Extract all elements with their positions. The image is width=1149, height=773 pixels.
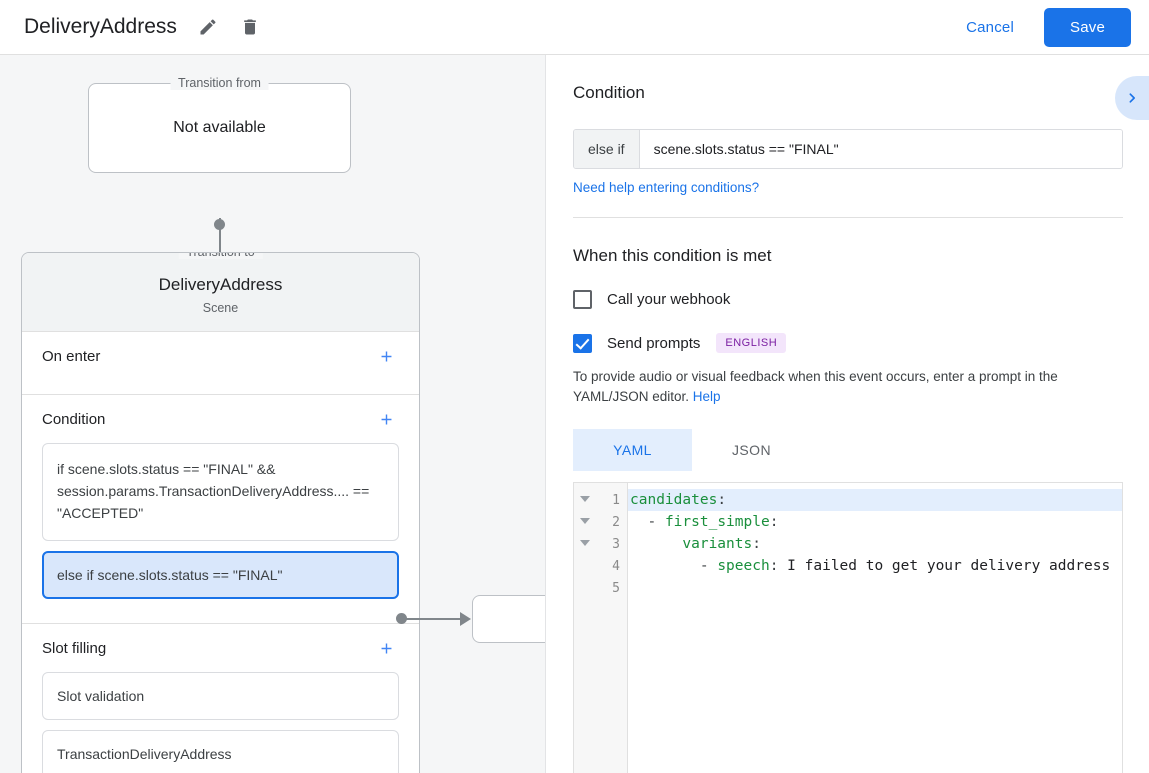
editor-format-tabs: YAML JSON [573, 429, 1123, 471]
gutter-line: 2 [574, 511, 627, 533]
scene-subtitle: Scene [202, 301, 239, 315]
call-webhook-checkbox[interactable] [573, 290, 592, 309]
add-on-enter-button[interactable] [373, 343, 399, 369]
transition-to-node[interactable]: Transition to DeliveryAddress Scene On e… [21, 252, 420, 773]
when-condition-met-heading: When this condition is met [573, 246, 772, 265]
condition-help-link[interactable]: Need help entering conditions? [573, 180, 760, 195]
connector-line-vertical [219, 218, 221, 266]
section-condition: Condition if scene.slots.status == "FINA… [22, 395, 419, 624]
condition-expression-input[interactable] [639, 130, 1122, 168]
condition-item-else-if[interactable]: else if scene.slots.status == "FINAL" [42, 551, 399, 599]
save-button[interactable]: Save [1044, 7, 1131, 47]
gutter-line: 4 [612, 558, 620, 574]
section-title-on-enter: On enter [42, 347, 101, 365]
pencil-icon[interactable] [191, 10, 225, 44]
panel-divider [573, 217, 1123, 218]
page-title: DeliveryAddress [24, 15, 177, 38]
section-on-enter: On enter [22, 332, 419, 395]
editor-code-area[interactable]: candidates: - first_simple: variants: - … [628, 483, 1122, 773]
gutter-line: 5 [612, 580, 620, 596]
chevron-right-icon[interactable] [1115, 76, 1149, 120]
when-condition-met-section: When this condition is met Call your web… [547, 218, 1149, 773]
prompts-help-link[interactable]: Help [692, 389, 721, 404]
condition-output-line [405, 618, 468, 620]
call-webhook-label: Call your webhook [607, 291, 731, 308]
cancel-button[interactable]: Cancel [950, 10, 1030, 45]
section-header-slot-filling: Slot filling [42, 624, 399, 672]
condition-output-dot [396, 613, 407, 624]
language-badge: ENGLISH [716, 333, 787, 353]
details-panel: Condition else if Need help entering con… [547, 55, 1149, 773]
section-header-on-enter: On enter [42, 332, 399, 380]
transition-from-legend: Transition from [170, 76, 269, 90]
prompts-help-text: To provide audio or visual feedback when… [573, 367, 1123, 407]
slot-validation-item[interactable]: Slot validation [42, 672, 399, 720]
trash-icon[interactable] [233, 10, 267, 44]
send-prompts-label: Send prompts [607, 334, 701, 352]
section-title-slot-filling: Slot filling [42, 639, 107, 657]
send-prompts-checkbox[interactable] [573, 333, 592, 353]
topbar-actions: Cancel Save [950, 7, 1149, 47]
scene-name: DeliveryAddress [158, 275, 283, 294]
tab-json[interactable]: JSON [732, 442, 771, 458]
condition-section: Condition else if Need help entering con… [547, 55, 1149, 218]
send-prompts-row[interactable]: Send prompts ENGLISH [573, 333, 1123, 353]
editor-gutter: 1 2 3 4 5 [574, 483, 628, 773]
add-condition-button[interactable] [373, 406, 399, 432]
condition-output-arrowhead [460, 612, 471, 626]
scene-header: DeliveryAddress Scene [22, 253, 419, 332]
section-title-condition: Condition [42, 410, 106, 428]
flow-canvas[interactable]: Transition from Not available Transition… [0, 55, 546, 773]
transaction-delivery-address-item[interactable]: TransactionDeliveryAddress [42, 730, 399, 773]
code-line [628, 577, 1122, 599]
code-editor[interactable]: 1 2 3 4 5 candidates: - first_simple: va… [573, 482, 1123, 773]
next-node-partial[interactable] [472, 595, 545, 643]
webhook-row[interactable]: Call your webhook [573, 290, 1123, 309]
transition-from-value: Not available [173, 119, 266, 136]
condition-input-row[interactable]: else if [573, 129, 1123, 169]
condition-item-if[interactable]: if scene.slots.status == "FINAL" && sess… [42, 443, 399, 541]
condition-heading: Condition [573, 83, 645, 102]
transition-to-legend: Transition to [178, 253, 263, 259]
section-slot-filling: Slot filling Slot validation Transaction… [22, 624, 419, 773]
code-line: variants: [682, 536, 761, 552]
gutter-line: 1 [574, 489, 627, 511]
transition-from-node[interactable]: Transition from Not available [88, 76, 351, 173]
code-line: - first_simple: [647, 514, 779, 530]
gutter-line: 3 [574, 533, 627, 555]
fold-arrow-icon[interactable] [580, 518, 590, 524]
add-slot-filling-button[interactable] [373, 635, 399, 661]
fold-arrow-icon[interactable] [580, 496, 590, 502]
code-line: - speech: I failed to get your delivery … [699, 558, 1111, 574]
code-line: candidates: [628, 489, 1122, 511]
tab-yaml[interactable]: YAML [573, 429, 692, 471]
section-header-condition: Condition [42, 395, 399, 443]
prompts-help-text-body: To provide audio or visual feedback when… [573, 369, 1058, 404]
top-app-bar: DeliveryAddress Cancel Save [0, 0, 1149, 55]
condition-prefix-label: else if [574, 130, 640, 168]
fold-arrow-icon[interactable] [580, 540, 590, 546]
